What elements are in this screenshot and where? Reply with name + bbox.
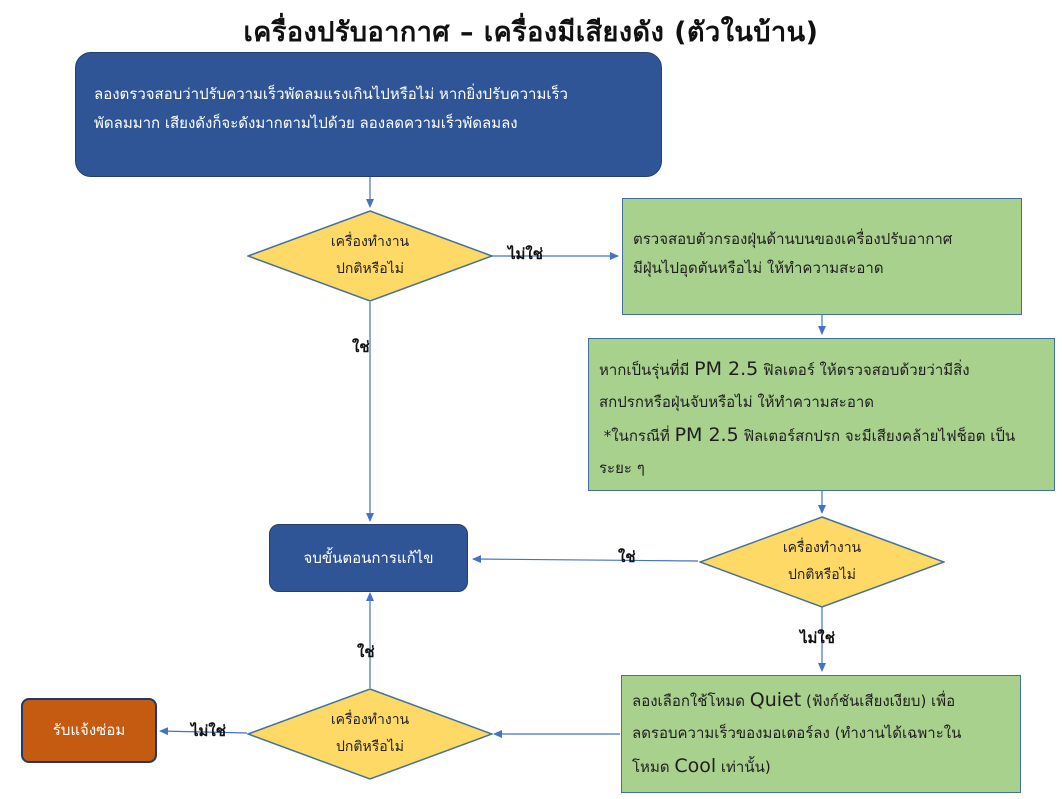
arrow-decision3-to-repair [159,727,248,736]
decision-diamond-1 [247,210,493,302]
quiet-mode-box: ลองเลือกใช้โหมด Quiet (ฟังก์ชันเสียงเงีย… [621,675,1021,793]
edge-label-d1-no: ไม่ใช่ [508,245,543,263]
edge-label-d3-yes: ใช่ [357,643,375,661]
decision-box-1: เครื่องทำงาน ปกติหรือไม่ [247,210,493,302]
repair-box: รับแจ้งซ่อม [21,698,157,763]
decision1-line1: เครื่องทำงาน [330,233,410,250]
pm-text-2: สกปรกหรือฝุ่นจับหรือไม่ ให้ทำความสะอาด [599,393,875,412]
start-box: ลองตรวจสอบว่าปรับความเร็วพัดลมแรงเกินไปห… [75,52,662,177]
pm-filter-check-box: หากเป็นรุ่นที่มี PM 2.5 ฟิลเตอร์ ให้ตรวจ… [588,338,1055,491]
quiet-text-1b: Quiet [749,689,802,711]
edge-label-d3-no: ไม่ใช่ [191,722,226,740]
pm-text-4: ระยะ ๆ [599,459,645,478]
edge-label-d2-no: ไม่ใช่ [800,629,835,647]
filter-check-line1: ตรวจสอบตัวกรองฝุ่นด้านบนของเครื่องปรับอา… [633,230,953,248]
edge-label-d1-yes: ใช่ [352,338,370,356]
quiet-text-1a: ลองเลือกใช้โหมด [632,692,750,710]
filter-check-line2: มีฝุ่นไปอุดตันหรือไม่ ให้ทำความสะอาด [633,258,884,277]
decision2-line1: เครื่องทำงาน [782,539,862,556]
decision3-line2: ปกติหรือไม่ [336,739,404,755]
diagram-title: เครื่องปรับอากาศ – เครื่องมีเสียงดัง (ตั… [243,17,819,48]
quiet-text-3a: โหมด [632,758,675,777]
pm-text-3c: ฟิลเตอร์สกปรก จะมีเสียงคล้ายไฟช็อต เป็น [738,427,1016,446]
pm-text-1b: PM 2.5 [694,358,759,380]
start-text-line2: พัดลมมาก เสียงดังก็จะดังมากตามไปด้วย ลอง… [94,113,518,132]
decision1-line2: ปกติหรือไม่ [336,261,404,277]
end-box: จบขั้นตอนการแก้ไข [269,524,468,592]
end-label: จบขั้นตอนการแก้ไข [303,548,434,567]
pm-text-1c: ฟิลเตอร์ ให้ตรวจสอบด้วยว่ามีสิ่ง [758,361,970,379]
filter-check-box: ตรวจสอบตัวกรองฝุ่นด้านบนของเครื่องปรับอา… [622,198,1022,315]
pm-text-1a: หากเป็นรุ่นที่มี [599,361,695,379]
repair-label: รับแจ้งซ่อม [52,721,126,740]
arrow-decision2-to-end [472,555,699,564]
quiet-text-2: ลดรอบความเร็วของมอเตอร์ลง (ทำงานได้เฉพาะ… [632,724,962,743]
pm-text-3b: PM 2.5 [674,424,739,447]
quiet-text-3c: เท่านั้น) [716,758,771,777]
decision2-line2: ปกติหรือไม่ [788,567,856,583]
decision-diamond-3 [247,688,493,780]
decision3-line1: เครื่องทำงาน [330,711,410,728]
start-text-line1: ลองตรวจสอบว่าปรับความเร็วพัดลมแรงเกินไปห… [94,85,568,103]
quiet-text-3b: Cool [674,755,717,778]
decision-diamond-2 [699,516,945,608]
quiet-text-1c: (ฟังก์ชันเสียงเงียบ) เพื่อ [801,692,956,710]
decision-box-2: เครื่องทำงาน ปกติหรือไม่ [699,516,945,608]
edge-label-d2-yes: ใช่ [618,548,636,566]
pm-text-3a: *ในกรณีที่ [599,427,675,446]
decision-box-3: เครื่องทำงาน ปกติหรือไม่ [247,688,493,780]
